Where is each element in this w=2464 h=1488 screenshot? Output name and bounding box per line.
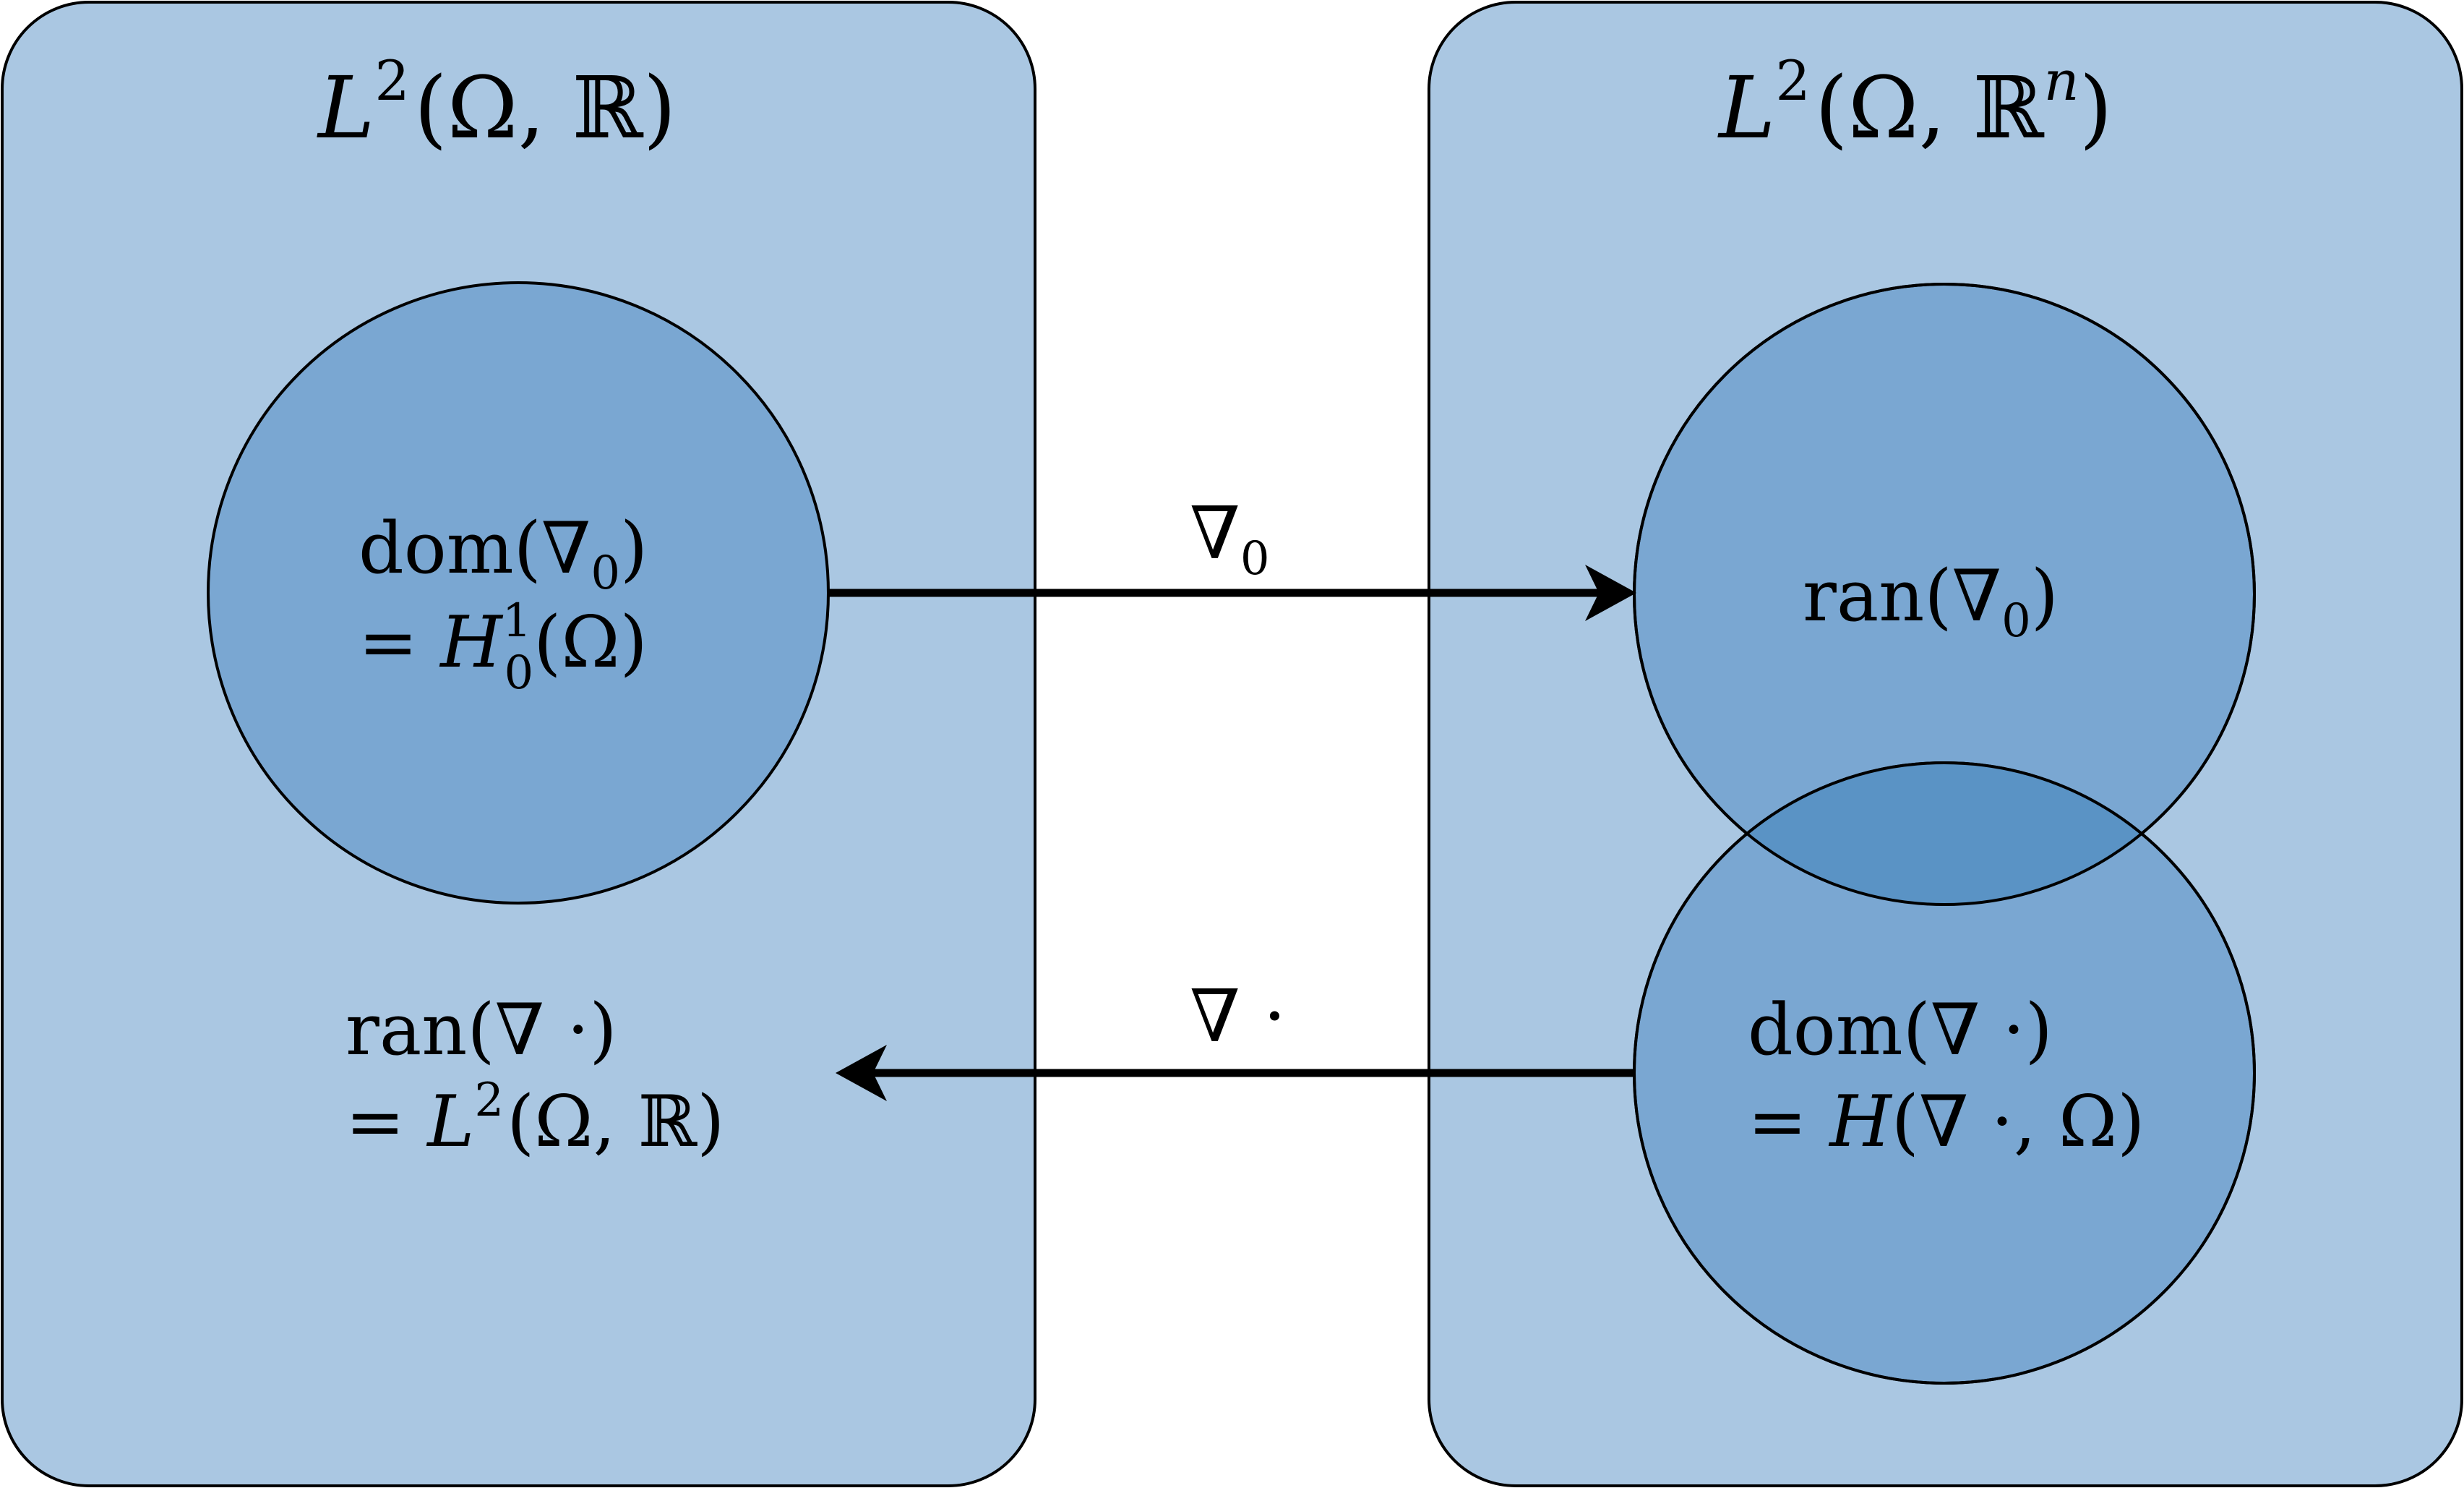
gradient-sub: 0 [1240,532,1270,586]
left-title-L: L [317,58,374,158]
ran-grad-text: ran(∇ [1803,555,2001,638]
ran-grad-sub: 0 [2001,594,2031,648]
ran-div-eq: = [345,1081,427,1163]
hdiv-end: (∇ ·, Ω) [1892,1081,2145,1163]
ran-grad-label: ran(∇0) [1803,555,2059,648]
gradient-operator-label: ∇0 [1190,491,1270,586]
right-title-rest-end: ) [2079,58,2113,158]
sobolev-sup: 1 [502,594,532,648]
right-space-title: L2(Ω, ℝn) [1717,48,2113,158]
ran-div-label-line1: ran(∇ ·) [345,989,617,1072]
gradient-arrowhead [1585,565,1636,621]
sobolev-H: H [439,602,504,684]
gradient-symbol: ∇ [1190,491,1240,576]
dom-grad-label-line1: dom(∇0) [359,508,648,600]
dom-div-label-line2: = H(∇ ·, Ω) [1748,1081,2145,1163]
ran-div-sup: 2 [474,1074,504,1127]
divergence-symbol: ∇ · [1190,974,1286,1059]
right-title-sup: 2 [1775,48,1810,113]
sobolev-end: (Ω) [533,602,648,684]
ran-grad-end: ) [2031,555,2059,638]
dom-div-label-line1: dom(∇ ·) [1748,989,2053,1072]
dom-grad-sub: 0 [591,547,620,600]
sobolev-sub: 0 [504,646,533,700]
ran-div-L: L [426,1081,474,1163]
right-title-L: L [1717,58,1775,158]
left-title-rest: (Ω, ℝ) [414,58,677,158]
right-title-rest-sup: n [2044,48,2079,113]
dom-grad-end: ) [620,508,648,590]
dom-grad-eq: = [359,602,440,684]
dom-div-text: dom(∇ ·) [1748,989,2053,1072]
divergence-arrowhead [836,1045,887,1101]
hdiv-H: H [1828,1081,1893,1163]
dom-div-eq: = [1748,1081,1829,1163]
right-title-rest-start: (Ω, ℝ [1815,58,2045,158]
dom-grad-text: dom(∇ [359,508,591,590]
ran-div-end: (Ω, ℝ) [507,1081,724,1163]
ran-div-text: ran(∇ ·) [345,989,617,1072]
divergence-operator-label: ∇ · [1190,974,1286,1059]
dom-grad-set [207,281,830,905]
left-title-sup: 2 [374,48,409,113]
ran-grad-outline [1633,283,2256,906]
left-space-title: L2(Ω, ℝ) [317,48,677,158]
ran-div-label-line2: = L2(Ω, ℝ) [345,1074,725,1163]
